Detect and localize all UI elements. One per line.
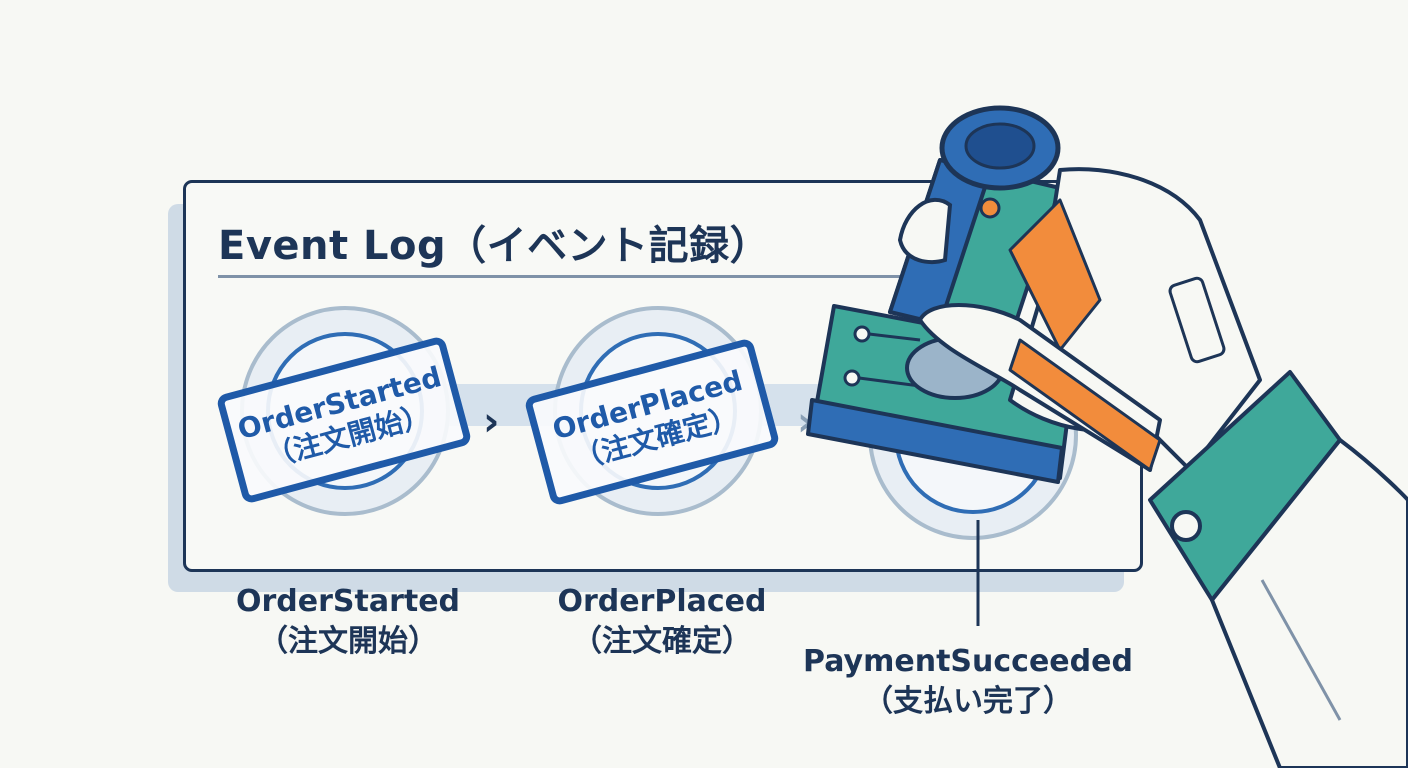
caption-event-name: PaymentSucceeded (803, 644, 1133, 679)
chevron-right-icon: › (483, 399, 500, 445)
hand-icon (897, 167, 1408, 768)
caption-order-placed: OrderPlaced （注文確定） (532, 582, 792, 662)
caption-event-name: OrderPlaced (557, 584, 767, 619)
caption-order-started: OrderStarted （注文開始） (218, 582, 478, 662)
caption-payment-succeeded: PaymentSucceeded （支払い完了） (778, 642, 1158, 722)
title-divider (218, 275, 918, 278)
caption-event-name-jp: （注文確定） (572, 624, 752, 659)
caption-event-name-jp: （支払い完了） (863, 684, 1073, 719)
caption-event-name: OrderStarted (235, 584, 461, 619)
caption-event-name-jp: （注文開始） (258, 624, 438, 659)
panel-title: Event Log（イベント記録） (218, 223, 771, 269)
